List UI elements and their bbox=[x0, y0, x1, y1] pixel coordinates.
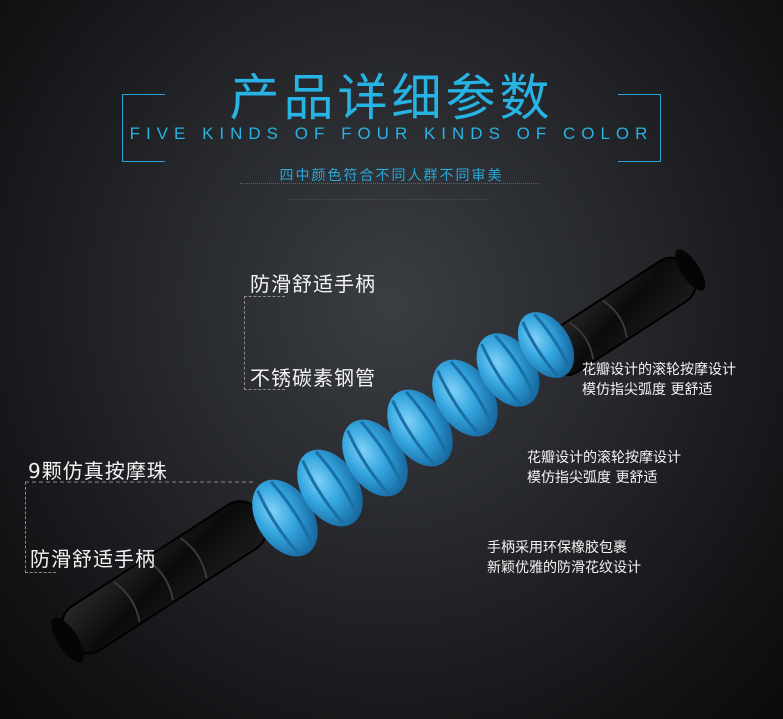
label-steel-tube: 不锈碳素钢管 bbox=[250, 366, 376, 390]
page-subtitle-cn: 四中颜色符合不同人群不同审美 bbox=[279, 168, 504, 184]
note-3-line-1: 手柄采用环保橡胶包裹 bbox=[487, 540, 627, 556]
note-1: 花瓣设计的滚轮按摩设计 模仿指尖弧度 更舒适 bbox=[582, 360, 736, 400]
label-handle-bottom: 防滑舒适手柄 bbox=[30, 547, 156, 571]
bead bbox=[432, 359, 498, 437]
note-2-line-1: 花瓣设计的滚轮按摩设计 bbox=[527, 450, 681, 466]
page-subtitle-en: FIVE KINDS OF FOUR KINDS OF COLOR bbox=[129, 124, 654, 143]
note-3: 手柄采用环保橡胶包裹 新颖优雅的防滑花纹设计 bbox=[487, 538, 641, 578]
roller-beads bbox=[252, 312, 575, 557]
label-beads: 9颗仿真按摩珠 bbox=[28, 459, 168, 483]
bead bbox=[387, 389, 453, 467]
callout-box-left bbox=[25, 482, 56, 573]
label-handle-top: 防滑舒适手柄 bbox=[250, 272, 376, 296]
title-bracket-right bbox=[618, 94, 661, 162]
bead bbox=[252, 479, 318, 557]
note-1-line-1: 花瓣设计的滚轮按摩设计 bbox=[582, 362, 736, 378]
note-1-line-2: 模仿指尖弧度 更舒适 bbox=[582, 382, 713, 398]
page-title: 产品详细参数 bbox=[229, 69, 554, 127]
title-bracket-left bbox=[122, 94, 165, 162]
decor-dotted-line-2 bbox=[290, 199, 490, 201]
bead bbox=[517, 312, 575, 378]
decor-dotted-line bbox=[240, 183, 540, 185]
bead bbox=[297, 449, 363, 527]
note-3-line-2: 新颖优雅的防滑花纹设计 bbox=[487, 560, 641, 576]
handle-bottom bbox=[51, 500, 268, 663]
note-2-line-2: 模仿指尖弧度 更舒适 bbox=[527, 470, 658, 486]
note-2: 花瓣设计的滚轮按摩设计 模仿指尖弧度 更舒适 bbox=[527, 448, 681, 488]
bead bbox=[342, 419, 408, 497]
callout-box-top bbox=[244, 296, 285, 390]
